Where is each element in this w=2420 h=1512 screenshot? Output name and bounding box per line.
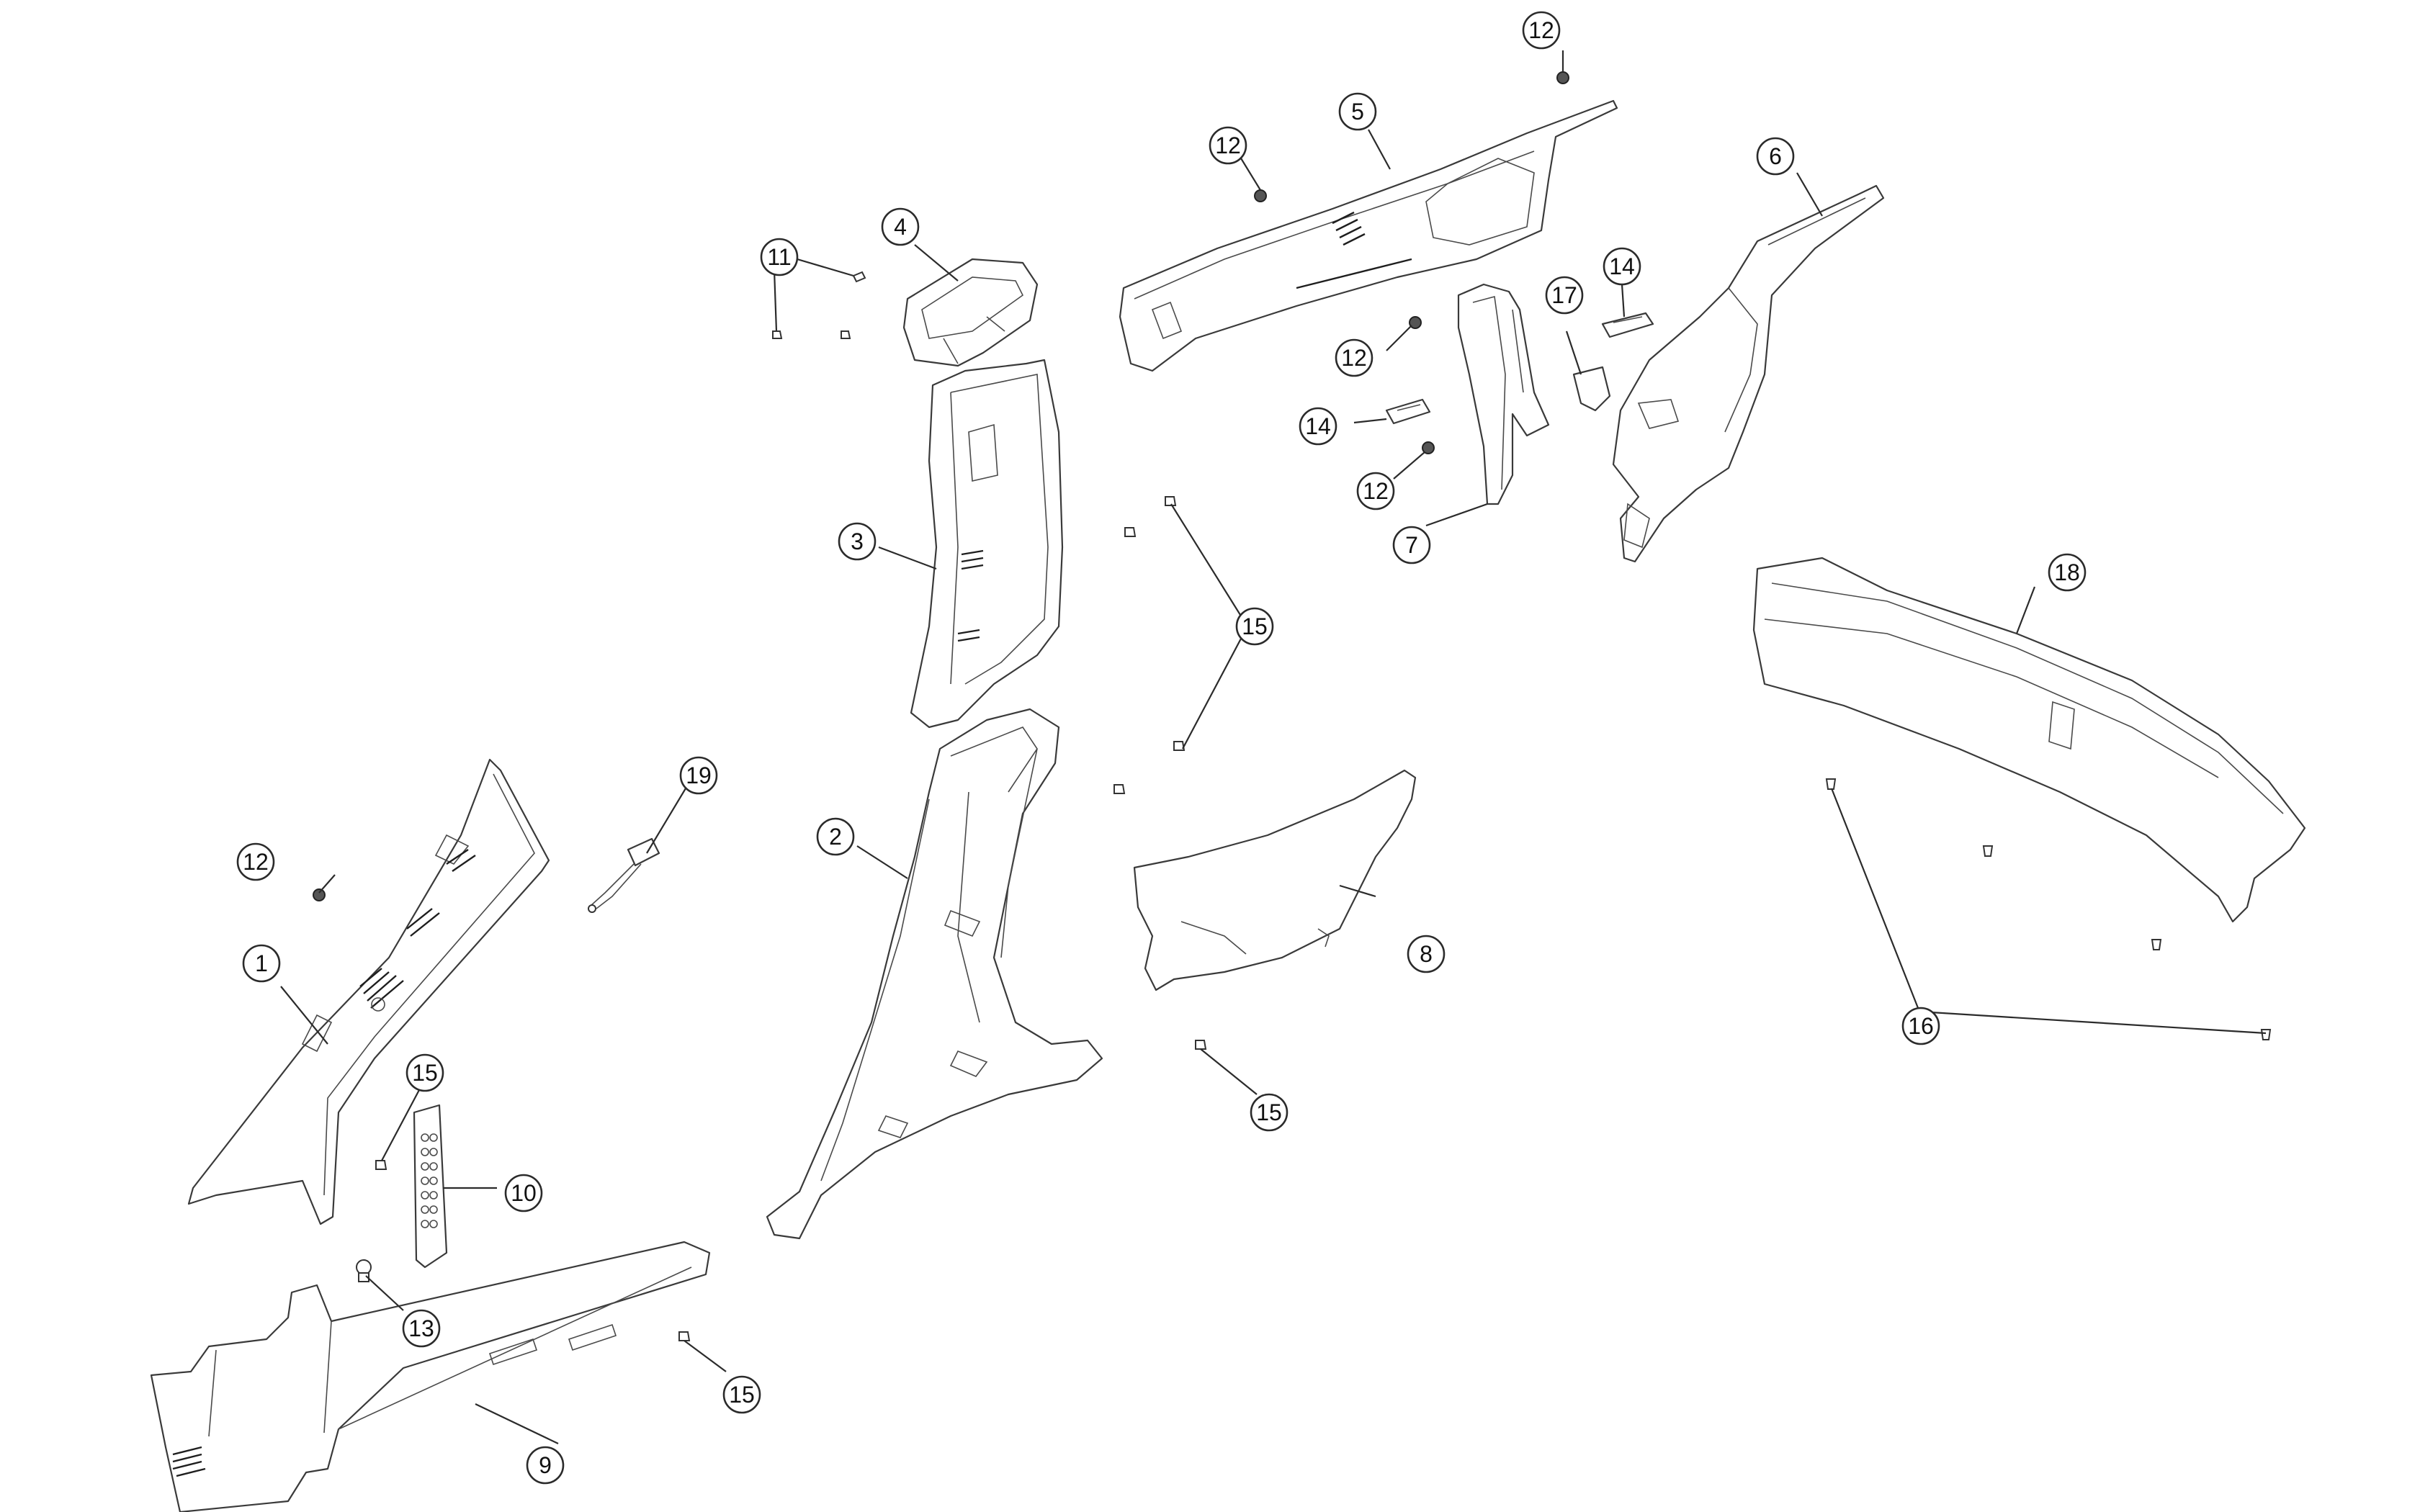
svg-text:12: 12 xyxy=(1215,132,1241,158)
screw-11b xyxy=(772,330,783,339)
callout-12a: 12 xyxy=(1522,11,1561,50)
part-5-roof-rail-trim xyxy=(1119,99,1618,372)
part-8-quarter-cover xyxy=(1133,769,1417,991)
clip-15d xyxy=(1113,784,1126,794)
clip-16b xyxy=(1982,845,1994,857)
callout-12d: 12 xyxy=(1356,472,1395,510)
nut-12d xyxy=(1422,441,1435,454)
callout-5: 5 xyxy=(1338,92,1377,131)
nut-12a xyxy=(1556,71,1569,84)
clip-15g xyxy=(678,1331,691,1341)
clip-16d xyxy=(2260,1029,2272,1040)
callout-4: 4 xyxy=(881,207,920,246)
clip-15f xyxy=(375,1160,387,1170)
callout-9: 9 xyxy=(526,1446,565,1485)
callout-12c: 12 xyxy=(1335,338,1373,377)
svg-text:1: 1 xyxy=(255,950,268,976)
part-9-sill-panel xyxy=(150,1241,711,1512)
nut-12b xyxy=(1254,189,1267,202)
svg-text:4: 4 xyxy=(894,214,907,240)
part-13-clip xyxy=(356,1259,372,1282)
callout-6: 6 xyxy=(1756,137,1795,176)
screw-11c xyxy=(841,330,851,339)
callout-17: 17 xyxy=(1545,276,1584,315)
part-14-latch-cover-left xyxy=(1385,398,1431,425)
svg-text:6: 6 xyxy=(1769,143,1782,169)
svg-text:10: 10 xyxy=(511,1180,537,1206)
svg-text:12: 12 xyxy=(1341,345,1367,371)
clip-16c xyxy=(2151,939,2162,950)
svg-text:2: 2 xyxy=(829,824,842,850)
part-6-c-pillar-trim xyxy=(1612,184,1885,563)
svg-text:9: 9 xyxy=(539,1452,552,1478)
nut-12c xyxy=(1409,316,1422,329)
part-17-cover xyxy=(1572,366,1611,412)
svg-text:14: 14 xyxy=(1609,253,1635,279)
svg-text:11: 11 xyxy=(767,244,791,270)
callout-14b: 14 xyxy=(1299,407,1337,446)
callout-13: 13 xyxy=(402,1309,441,1348)
svg-text:15: 15 xyxy=(1242,613,1268,639)
part-2-b-pillar-lower xyxy=(766,708,1103,1240)
part-7-d-pillar-strip xyxy=(1457,283,1550,505)
callout-15a: 15 xyxy=(1235,607,1274,646)
nut-12e xyxy=(313,888,326,901)
svg-text:15: 15 xyxy=(1256,1099,1282,1125)
svg-text:12: 12 xyxy=(243,849,269,875)
clip-15a xyxy=(1165,496,1177,506)
part-1-a-pillar-trim xyxy=(187,758,550,1225)
svg-text:7: 7 xyxy=(1405,532,1418,558)
svg-text:16: 16 xyxy=(1908,1013,1934,1039)
clip-15e xyxy=(1195,1040,1207,1050)
callout-10: 10 xyxy=(504,1174,543,1212)
clip-15c xyxy=(1173,741,1186,751)
svg-text:12: 12 xyxy=(1363,478,1389,504)
callout-12b: 12 xyxy=(1209,126,1247,165)
part-18-rear-shelf xyxy=(1752,557,2306,923)
part-4-upper-bracket xyxy=(902,258,1039,367)
callout-18: 18 xyxy=(2048,553,2087,592)
clip-15b xyxy=(1124,527,1137,537)
callout-8: 8 xyxy=(1407,935,1446,973)
callout-1: 1 xyxy=(242,944,281,983)
callout-16: 16 xyxy=(1901,1007,1940,1045)
callout-11: 11 xyxy=(760,238,799,276)
screw-11a xyxy=(852,271,866,283)
callout-3: 3 xyxy=(838,522,877,561)
leader-lines xyxy=(280,50,2267,1444)
part-3-b-pillar-upper xyxy=(910,359,1064,729)
svg-text:18: 18 xyxy=(2054,559,2080,585)
callout-15c: 15 xyxy=(405,1053,444,1092)
callout-19: 19 xyxy=(679,756,718,795)
part-10-grille-panel xyxy=(413,1104,448,1269)
part-14-latch-cover-right xyxy=(1601,312,1654,338)
callout-7: 7 xyxy=(1392,526,1431,564)
callout-12e: 12 xyxy=(236,842,275,881)
svg-text:17: 17 xyxy=(1551,282,1577,308)
clip-16a xyxy=(1825,778,1837,790)
callout-15b: 15 xyxy=(1250,1093,1289,1132)
svg-text:5: 5 xyxy=(1351,99,1364,125)
svg-text:13: 13 xyxy=(408,1315,434,1341)
svg-text:8: 8 xyxy=(1420,941,1433,967)
fasteners xyxy=(313,71,2272,1341)
svg-text:15: 15 xyxy=(729,1382,755,1408)
callout-14a: 14 xyxy=(1603,247,1641,286)
callout-2: 2 xyxy=(816,817,855,856)
callout-15d: 15 xyxy=(722,1375,761,1414)
svg-text:15: 15 xyxy=(412,1060,438,1086)
svg-text:12: 12 xyxy=(1528,17,1554,43)
svg-text:3: 3 xyxy=(851,528,864,554)
svg-text:14: 14 xyxy=(1305,413,1331,439)
svg-text:19: 19 xyxy=(686,762,712,788)
